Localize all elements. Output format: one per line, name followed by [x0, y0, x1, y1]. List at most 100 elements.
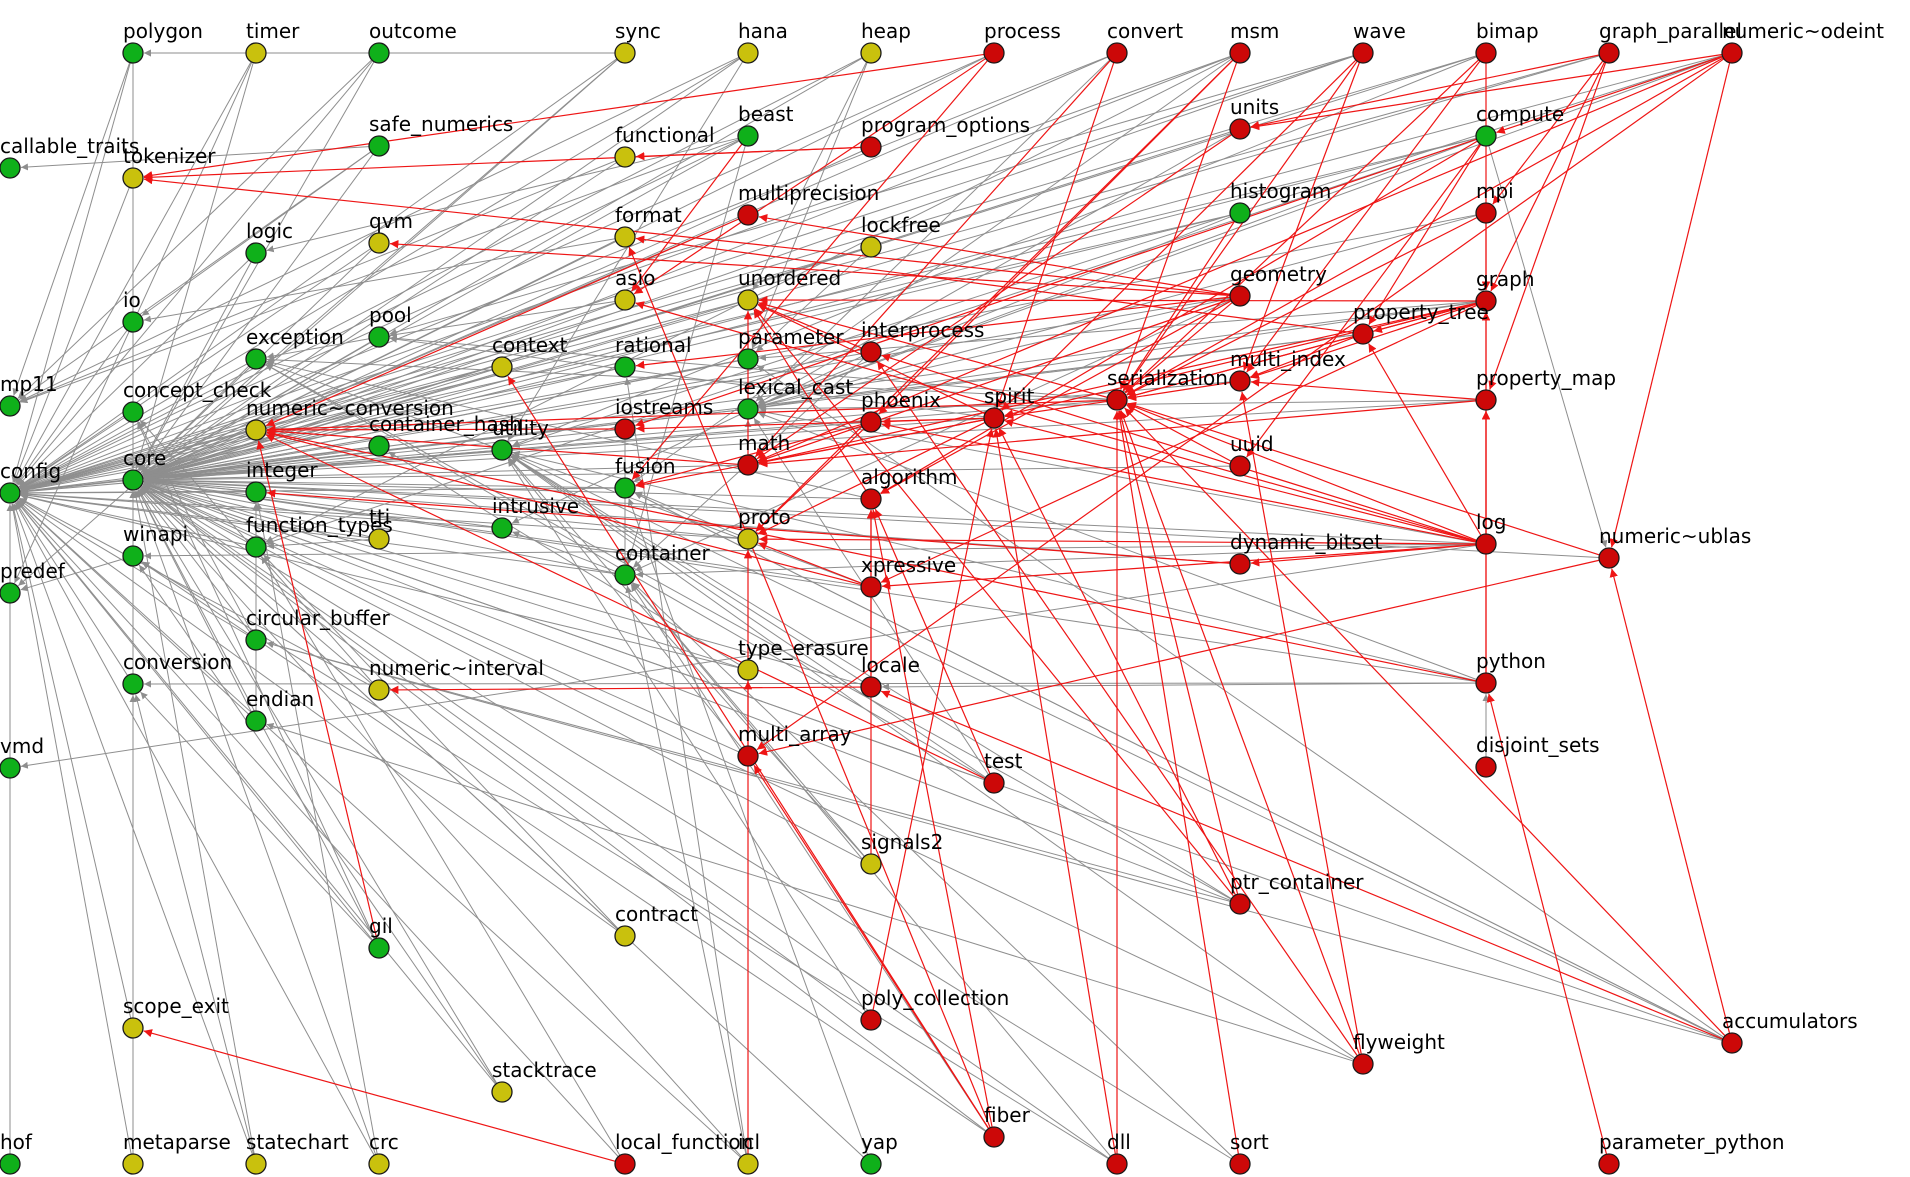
node-histogram[interactable]: histogram: [1229, 179, 1331, 224]
node-marker-red[interactable]: [860, 676, 882, 698]
node-marker-green[interactable]: [245, 242, 267, 264]
node-stacktrace[interactable]: stacktrace: [491, 1058, 597, 1103]
node-marker-yellow[interactable]: [122, 1153, 144, 1175]
node-qvm[interactable]: qvm: [368, 209, 413, 254]
node-parameter_python[interactable]: parameter_python: [1598, 1130, 1785, 1175]
node-marker-green[interactable]: [368, 937, 390, 959]
node-multi_array[interactable]: multi_array: [737, 722, 852, 767]
node-context[interactable]: context: [491, 333, 568, 378]
node-msm[interactable]: msm: [1229, 19, 1279, 64]
node-crc[interactable]: crc: [368, 1130, 399, 1175]
node-marker-green[interactable]: [122, 469, 144, 491]
node-marker-red[interactable]: [1475, 672, 1497, 694]
node-format[interactable]: format: [614, 203, 682, 248]
node-xpressive[interactable]: xpressive: [860, 553, 956, 598]
node-signals2[interactable]: signals2: [860, 830, 943, 875]
node-interprocess[interactable]: interprocess: [860, 318, 984, 363]
node-bimap[interactable]: bimap: [1475, 19, 1539, 64]
node-marker-yellow[interactable]: [614, 925, 636, 947]
node-marker-red[interactable]: [614, 418, 636, 440]
node-marker-red[interactable]: [860, 488, 882, 510]
node-conversion[interactable]: conversion: [122, 650, 232, 695]
node-type_erasure[interactable]: type_erasure: [737, 636, 869, 681]
node-marker-green[interactable]: [122, 42, 144, 64]
node-marker-yellow[interactable]: [737, 659, 759, 681]
node-marker-yellow[interactable]: [368, 232, 390, 254]
node-pool[interactable]: pool: [368, 303, 412, 348]
node-marker-green[interactable]: [245, 710, 267, 732]
node-container_hash[interactable]: container_hash: [368, 412, 522, 457]
node-marker-red[interactable]: [983, 42, 1005, 64]
node-marker-red[interactable]: [860, 136, 882, 158]
node-marker-yellow[interactable]: [614, 289, 636, 311]
node-compute[interactable]: compute: [1475, 102, 1564, 147]
node-marker-red[interactable]: [1475, 290, 1497, 312]
node-lockfree[interactable]: lockfree: [860, 213, 941, 258]
node-marker-yellow[interactable]: [614, 42, 636, 64]
node-core[interactable]: core: [122, 446, 166, 491]
node-yap[interactable]: yap: [860, 1130, 898, 1175]
node-utility[interactable]: utility: [491, 416, 549, 461]
node-python[interactable]: python: [1475, 649, 1546, 694]
node-marker-red[interactable]: [860, 1009, 882, 1031]
node-marker-red[interactable]: [983, 772, 1005, 794]
node-marker-green[interactable]: [737, 398, 759, 420]
node-marker-red[interactable]: [1352, 42, 1374, 64]
node-marker-red[interactable]: [1475, 756, 1497, 778]
node-marker-green[interactable]: [0, 395, 21, 417]
node-marker-yellow[interactable]: [737, 528, 759, 550]
node-marker-green[interactable]: [122, 311, 144, 333]
node-endian[interactable]: endian: [245, 687, 314, 732]
node-marker-red[interactable]: [1106, 389, 1128, 411]
node-marker-red[interactable]: [1352, 323, 1374, 345]
node-functional[interactable]: functional: [614, 123, 715, 168]
node-marker-green[interactable]: [0, 757, 21, 779]
node-marker-green[interactable]: [245, 536, 267, 558]
node-outcome[interactable]: outcome: [368, 19, 457, 64]
node-marker-yellow[interactable]: [737, 1153, 759, 1175]
node-wave[interactable]: wave: [1352, 19, 1406, 64]
node-graph_parallel[interactable]: graph_parallel: [1598, 19, 1742, 64]
node-marker-red[interactable]: [1598, 1153, 1620, 1175]
node-numeric_odeint[interactable]: numeric~odeint: [1721, 19, 1884, 64]
node-marker-red[interactable]: [1721, 42, 1743, 64]
node-statechart[interactable]: statechart: [245, 1130, 349, 1175]
node-marker-red[interactable]: [860, 411, 882, 433]
node-beast[interactable]: beast: [737, 102, 794, 147]
node-marker-yellow[interactable]: [122, 1017, 144, 1039]
node-marker-red[interactable]: [1106, 42, 1128, 64]
node-property_map[interactable]: property_map: [1475, 366, 1616, 411]
node-iostreams[interactable]: iostreams: [614, 395, 713, 440]
node-dynamic_bitset[interactable]: dynamic_bitset: [1229, 530, 1382, 575]
node-tokenizer[interactable]: tokenizer: [122, 144, 216, 189]
node-marker-green[interactable]: [0, 157, 21, 179]
node-phoenix[interactable]: phoenix: [860, 388, 941, 433]
node-marker-red[interactable]: [860, 341, 882, 363]
node-program_options[interactable]: program_options: [860, 113, 1030, 158]
node-logic[interactable]: logic: [245, 219, 293, 264]
node-marker-green[interactable]: [122, 673, 144, 695]
node-mp11[interactable]: mp11: [0, 372, 58, 417]
node-icl[interactable]: icl: [737, 1130, 760, 1175]
node-accumulators[interactable]: accumulators: [1721, 1009, 1858, 1054]
node-marker-yellow[interactable]: [737, 289, 759, 311]
node-container[interactable]: container: [614, 541, 711, 586]
node-dll[interactable]: dll: [1106, 1130, 1131, 1175]
node-locale[interactable]: locale: [860, 653, 920, 698]
node-marker-red[interactable]: [1106, 1153, 1128, 1175]
node-predef[interactable]: predef: [0, 559, 66, 604]
node-marker-red[interactable]: [1229, 285, 1251, 307]
node-marker-red[interactable]: [1229, 1153, 1251, 1175]
node-marker-red[interactable]: [1598, 547, 1620, 569]
node-asio[interactable]: asio: [614, 266, 655, 311]
node-marker-red[interactable]: [1475, 42, 1497, 64]
node-flyweight[interactable]: flyweight: [1352, 1030, 1445, 1075]
node-test[interactable]: test: [983, 749, 1023, 794]
node-marker-green[interactable]: [368, 42, 390, 64]
node-marker-red[interactable]: [737, 454, 759, 476]
node-marker-red[interactable]: [983, 1126, 1005, 1148]
node-uuid[interactable]: uuid: [1229, 432, 1274, 477]
node-marker-green[interactable]: [1475, 125, 1497, 147]
node-marker-yellow[interactable]: [245, 1153, 267, 1175]
node-marker-green[interactable]: [0, 582, 21, 604]
